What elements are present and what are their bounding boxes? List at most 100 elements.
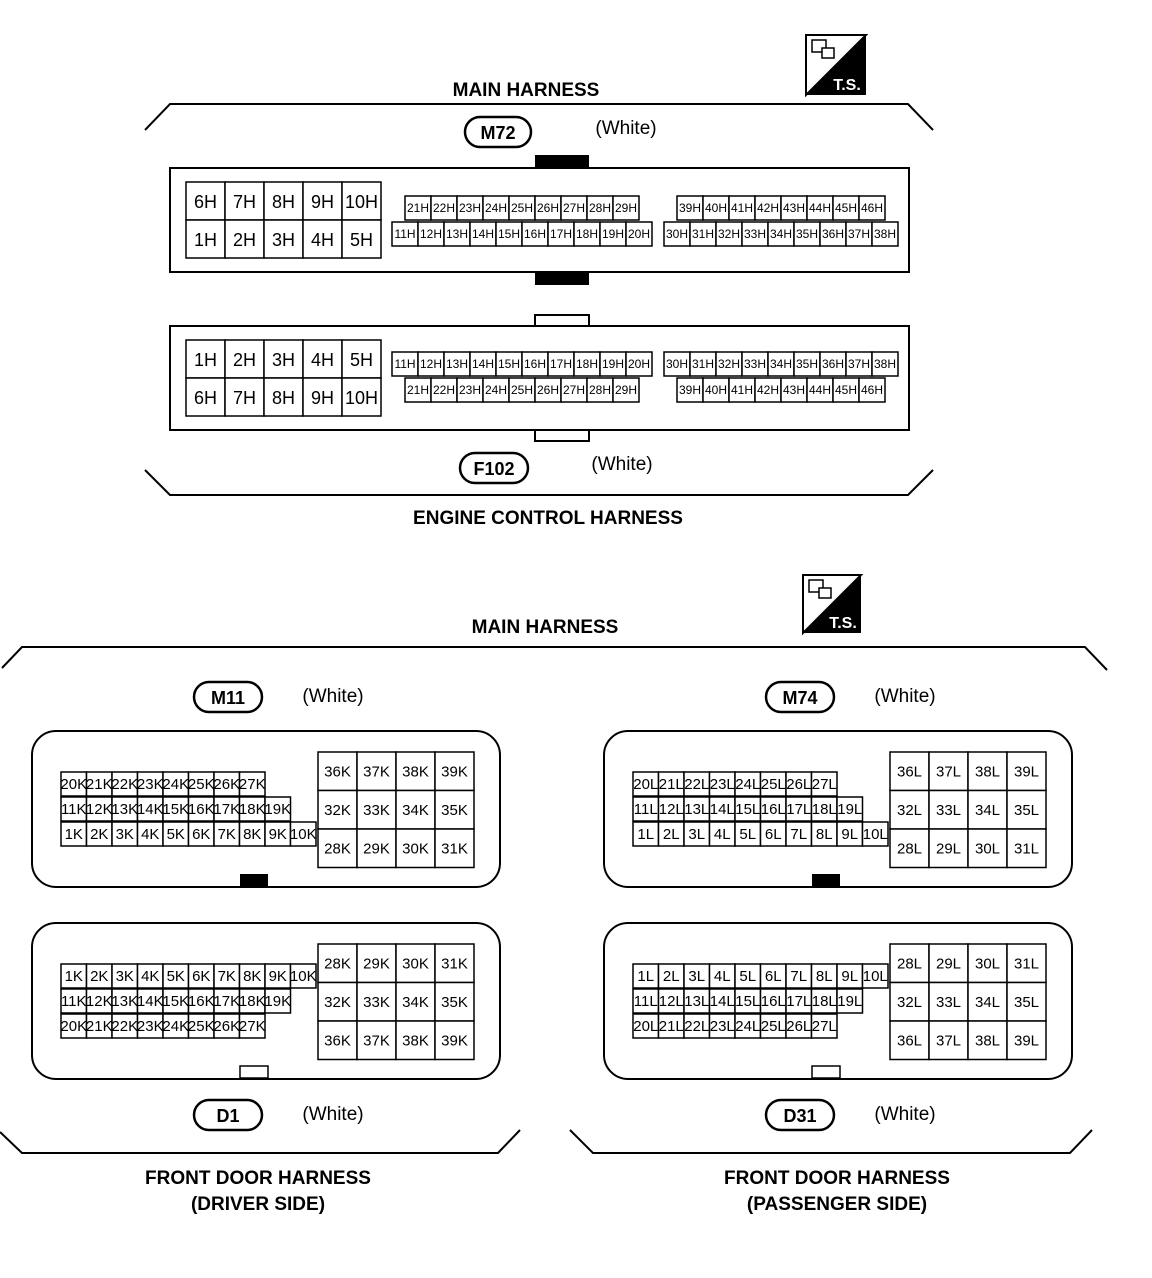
pin-cell: 4K: [136, 821, 164, 847]
pin-cell: 14L: [708, 988, 736, 1014]
pin-label: 11L: [634, 993, 658, 1010]
pin-label: 22L: [684, 776, 709, 793]
pin-label: 2L: [663, 968, 680, 985]
pin-label: 41H: [731, 383, 753, 397]
pin-label: 27H: [563, 201, 585, 215]
pin-label: 9L: [841, 968, 858, 985]
pin-label: 32L: [897, 802, 922, 819]
pin-label: 34H: [770, 227, 792, 241]
pin-cell: 37K: [356, 1020, 397, 1061]
ts-badge-label: T.S.: [829, 615, 857, 632]
pin-label: 5L: [739, 968, 756, 985]
pin-cell: 37H: [845, 221, 873, 247]
pin-label: 25K: [188, 776, 215, 793]
pin-cell: 18K: [238, 796, 266, 822]
pin-label: 33H: [744, 227, 766, 241]
pin-label: 12L: [659, 801, 684, 818]
pin-label: 31H: [692, 357, 714, 371]
connector-id-d31: D31: [783, 1106, 816, 1126]
pin-cell: 27H: [560, 195, 588, 221]
pin-label: 24H: [485, 201, 507, 215]
pin-cell: 31L: [1006, 828, 1047, 869]
pin-label: 38H: [874, 227, 896, 241]
pin-label: 31K: [441, 955, 468, 972]
pin-label: 13L: [684, 993, 709, 1010]
pin-label: 22H: [433, 383, 455, 397]
pin-label: 3K: [116, 968, 134, 985]
pin-label: 27L: [812, 1018, 837, 1035]
pin-cell: 1L: [632, 821, 660, 847]
pin-cell: 34H: [767, 221, 795, 247]
pin-cell: 15L: [734, 988, 762, 1014]
pin-label: 26H: [537, 201, 559, 215]
pin-label: 38L: [975, 1032, 1000, 1049]
pin-label: 24K: [162, 776, 189, 793]
pin-cell: 17K: [213, 796, 241, 822]
pin-label: 33L: [936, 802, 961, 819]
pin-cell: 33L: [928, 981, 969, 1022]
pin-cell: 36L: [889, 1020, 930, 1061]
pin-cell: 14H: [469, 221, 497, 247]
connector-id-m11: M11: [211, 688, 245, 708]
pin-cell: 16L: [759, 796, 787, 822]
pin-cell: 33H: [741, 351, 769, 377]
pin-cell: 44H: [806, 195, 834, 221]
pin-label: 19L: [837, 993, 862, 1010]
pin-cell: 35L: [1006, 789, 1047, 830]
bottom-section: T.S. MAIN HARNESS M11 (White) 20K21K22K2…: [0, 574, 1108, 1215]
pin-cell: 20H: [625, 351, 653, 377]
pin-cell: 35K: [434, 981, 475, 1022]
pin-label: 2K: [90, 968, 108, 985]
pin-cell: 32K: [317, 789, 358, 830]
pin-label: 10K: [290, 968, 317, 985]
pin-label: 18H: [576, 357, 598, 371]
pin-cell: 39H: [676, 195, 704, 221]
pin-label: 30H: [666, 227, 688, 241]
pin-label: 9L: [841, 826, 858, 843]
pin-cell: 40H: [702, 377, 730, 403]
pin-label: 18H: [576, 227, 598, 241]
pin-cell: 1H: [185, 219, 226, 259]
pin-label: 37L: [936, 1032, 961, 1049]
pin-cell: 36K: [317, 1020, 358, 1061]
pin-label: 11K: [61, 801, 87, 818]
pin-label: 44H: [809, 201, 831, 215]
pin-cell: 33K: [356, 789, 397, 830]
pin-cell: 22L: [683, 771, 711, 797]
pin-cell: 6K: [187, 963, 215, 989]
connector-color-m11: (White): [302, 686, 363, 707]
pin-label: 28L: [897, 840, 922, 857]
pin-label: 23K: [137, 1018, 164, 1035]
pin-cell: 10K: [289, 821, 317, 847]
pin-label: 15K: [162, 801, 189, 818]
pin-cell: 39K: [434, 1020, 475, 1061]
pin-label: 12K: [86, 801, 113, 818]
pin-label: 13H: [446, 357, 468, 371]
pin-label: 26L: [786, 776, 811, 793]
pin-cell: 27K: [238, 1013, 266, 1039]
pin-cell: 15H: [495, 221, 523, 247]
pin-cell: 14H: [469, 351, 497, 377]
pin-label: 34L: [975, 802, 1000, 819]
pin-cell: 32L: [889, 981, 930, 1022]
pin-label: 9K: [269, 968, 287, 985]
pin-cell: 11L: [632, 796, 660, 822]
pin-cell: 7K: [213, 963, 241, 989]
pin-label: 24H: [485, 383, 507, 397]
pin-cell: 28L: [889, 943, 930, 984]
pin-cell: 3L: [683, 963, 711, 989]
pin-cell: 6L: [759, 963, 787, 989]
pin-label: 27L: [812, 776, 837, 793]
pin-label: 33H: [744, 357, 766, 371]
pin-label: 44H: [809, 383, 831, 397]
pin-cell: 22K: [111, 771, 139, 797]
pin-label: 15L: [735, 801, 760, 818]
pin-cell: 21L: [657, 1013, 685, 1039]
pin-label: 11K: [61, 993, 87, 1010]
pin-label: 16H: [524, 227, 546, 241]
pin-label: 24L: [735, 776, 760, 793]
pin-cell: 8L: [810, 963, 838, 989]
pin-label: 31H: [692, 227, 714, 241]
pin-label: 5H: [350, 230, 373, 250]
